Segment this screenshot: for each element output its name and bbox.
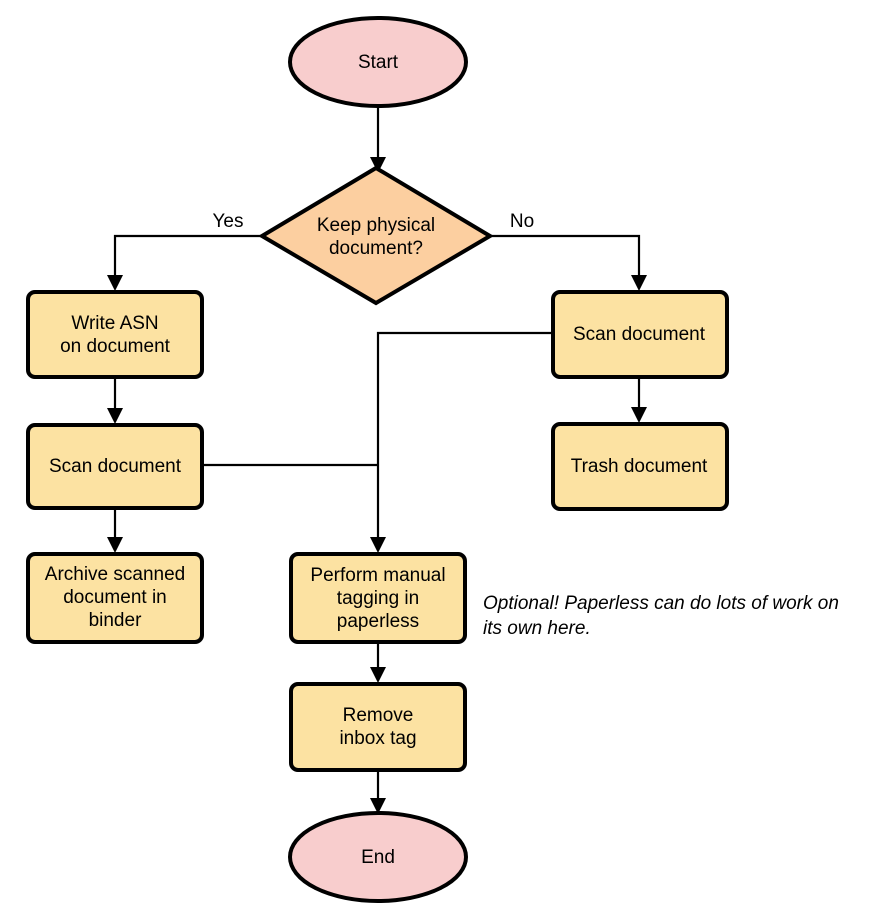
node-remove-inbox-tag[interactable]: Remove inbox tag bbox=[289, 682, 467, 772]
edge-decision-yes-to-write-asn bbox=[107, 234, 262, 291]
start-ellipse[interactable] bbox=[288, 16, 468, 108]
edge-decision-no-to-scan-right bbox=[490, 234, 647, 291]
arrowhead-icon bbox=[370, 537, 386, 553]
remove-inbox-tag-box[interactable] bbox=[289, 682, 467, 772]
node-archive-label-line1: Archive scanned bbox=[45, 564, 185, 585]
annotation-line2: its own here. bbox=[483, 618, 591, 639]
edge-line bbox=[113, 234, 262, 281]
archive-binder-box[interactable] bbox=[26, 552, 204, 644]
node-write-asn[interactable]: Write ASN on document bbox=[26, 290, 204, 379]
arrowhead-icon bbox=[370, 798, 386, 814]
edge-write-asn-to-scan-left bbox=[107, 379, 123, 424]
node-scan-document-left[interactable]: Scan document bbox=[26, 423, 204, 510]
arrowhead-icon bbox=[631, 407, 647, 423]
edge-line bbox=[490, 234, 641, 281]
arrowhead-icon bbox=[370, 157, 386, 173]
arrowhead-icon bbox=[631, 275, 647, 291]
edge-scan-right-to-trash bbox=[631, 379, 647, 423]
node-manual-tagging-label-line1: Perform manual bbox=[310, 565, 445, 586]
edge-scan-left-to-archive bbox=[107, 508, 123, 553]
edge-label-no: No bbox=[510, 211, 534, 232]
edge-remove-inbox-to-end bbox=[370, 771, 386, 814]
node-manual-tagging[interactable]: Perform manual tagging in paperless bbox=[289, 552, 467, 644]
node-keep-physical-label-line2: document? bbox=[329, 238, 423, 259]
scan-document-left-box[interactable] bbox=[26, 423, 204, 510]
node-write-asn-label-line1: Write ASN bbox=[71, 313, 158, 334]
edge-manual-tagging-to-remove-inbox bbox=[370, 643, 386, 683]
decision-diamond[interactable] bbox=[258, 165, 494, 306]
node-scan-document-right[interactable]: Scan document bbox=[551, 290, 729, 379]
node-end-label: End bbox=[361, 847, 395, 868]
edge-line bbox=[376, 331, 551, 543]
scan-document-right-box[interactable] bbox=[551, 290, 729, 379]
annotation-optional-paperless: Optional! Paperless can do lots of work … bbox=[483, 593, 839, 639]
node-write-asn-label-line2: on document bbox=[60, 336, 171, 357]
node-remove-inbox-label-line1: Remove bbox=[343, 705, 414, 726]
arrowhead-icon bbox=[107, 275, 123, 291]
node-trash-label: Trash document bbox=[571, 456, 708, 477]
write-asn-box[interactable] bbox=[26, 290, 204, 379]
node-archive-label-line3: binder bbox=[89, 610, 142, 631]
node-end[interactable]: End bbox=[288, 811, 468, 903]
edge-label-yes: Yes bbox=[213, 211, 244, 232]
annotation-line1: Optional! Paperless can do lots of work … bbox=[483, 593, 839, 614]
node-trash-document[interactable]: Trash document bbox=[551, 422, 729, 511]
arrowhead-icon bbox=[107, 408, 123, 424]
node-scan-left-label: Scan document bbox=[49, 456, 182, 477]
node-keep-physical-label-line1: Keep physical bbox=[317, 215, 435, 236]
arrowhead-icon bbox=[370, 667, 386, 683]
node-manual-tagging-label-line3: paperless bbox=[337, 611, 419, 632]
node-keep-physical-document[interactable]: Keep physical document? bbox=[258, 165, 494, 306]
node-manual-tagging-label-line2: tagging in bbox=[337, 588, 419, 609]
edge-scan-right-to-manual-tagging bbox=[370, 331, 551, 553]
manual-tagging-box[interactable] bbox=[289, 552, 467, 644]
node-archive-binder[interactable]: Archive scanned document in binder bbox=[26, 552, 204, 644]
node-start[interactable]: Start bbox=[288, 16, 468, 108]
arrowhead-icon bbox=[107, 537, 123, 553]
node-remove-inbox-label-line2: inbox tag bbox=[339, 728, 416, 749]
end-ellipse[interactable] bbox=[288, 811, 468, 903]
edge-start-to-decision bbox=[370, 103, 386, 173]
node-archive-label-line2: document in bbox=[63, 587, 167, 608]
trash-document-box[interactable] bbox=[551, 422, 729, 511]
node-start-label: Start bbox=[358, 52, 399, 73]
node-scan-right-label: Scan document bbox=[573, 324, 706, 345]
